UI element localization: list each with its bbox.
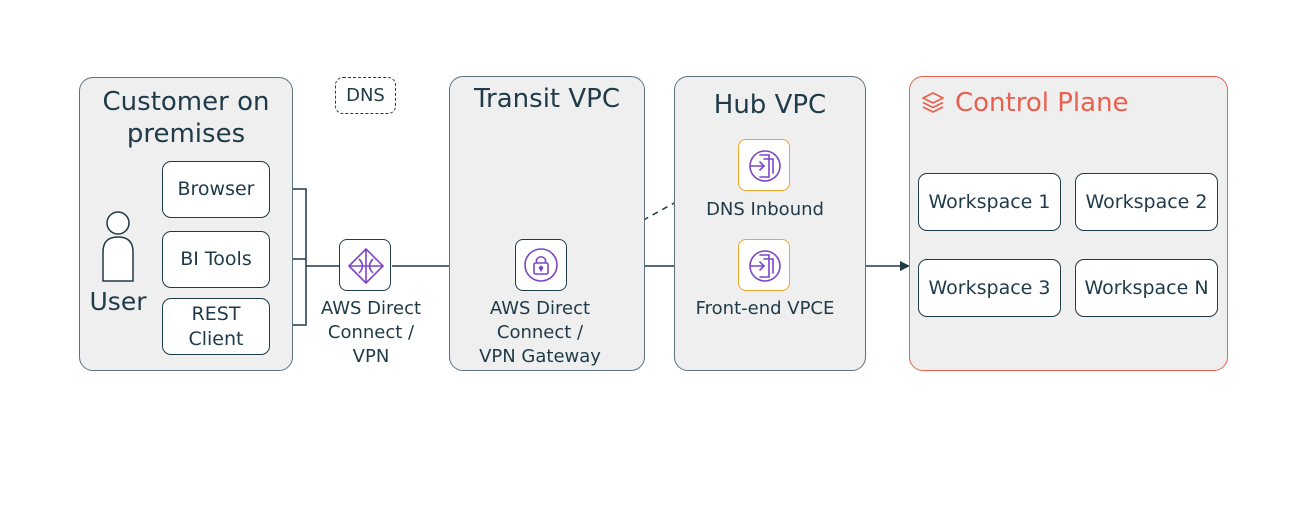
hub-vpc-title: Hub VPC: [713, 90, 827, 120]
workspace-3-box: Workspace 3: [918, 259, 1061, 317]
dns-inbound-endpoint-tile: [738, 139, 790, 191]
stack-layers-icon: [922, 92, 944, 113]
workspace-n-label: Workspace N: [1084, 276, 1209, 299]
workspace-1-box: Workspace 1: [918, 173, 1061, 231]
browser-client-box: Browser: [162, 161, 270, 218]
workspace-2-label: Workspace 2: [1085, 190, 1208, 213]
vpn-gateway-line1: AWS Direct: [489, 298, 591, 319]
hub-vpc-panel: Hub VPC: [674, 76, 866, 371]
dns-tag: DNS: [335, 77, 396, 114]
aws-direct-connect-line2: Connect /: [327, 322, 415, 343]
bi-tools-client-label: BI Tools: [180, 248, 252, 270]
rest-client-box: REST Client: [162, 298, 270, 355]
endpoint-icon: [749, 250, 781, 282]
dns-inbound-label: DNS Inbound: [706, 199, 824, 220]
vpn-gateway-line3: VPN Gateway: [479, 346, 601, 367]
user-icon: [102, 211, 134, 282]
bi-tools-client-box: BI Tools: [162, 231, 270, 288]
customer-title-line2: premises: [126, 119, 246, 149]
vpn-gateway-line2: Connect /: [496, 322, 584, 343]
aws-direct-connect-line1: AWS Direct: [320, 298, 422, 319]
user-label: User: [89, 287, 147, 316]
frontend-vpce-label: Front-end VPCE: [695, 298, 835, 319]
workspace-3-label: Workspace 3: [928, 276, 1051, 299]
control-plane-title: Control Plane: [955, 88, 1129, 118]
workspace-2-box: Workspace 2: [1075, 173, 1218, 231]
browser-client-label: Browser: [177, 178, 255, 200]
aws-direct-connect-tile: [339, 239, 391, 291]
endpoint-icon: [749, 150, 781, 182]
dns-tag-label: DNS: [346, 85, 385, 106]
workspace-1-label: Workspace 1: [928, 190, 1051, 213]
rest-client-label: REST Client: [188, 302, 244, 350]
direct-connect-icon: [348, 248, 384, 284]
transit-vpc-panel: Transit VPC: [449, 76, 645, 371]
workspace-n-box: Workspace N: [1075, 259, 1218, 317]
aws-direct-connect-line3: VPN: [352, 346, 390, 367]
customer-title-line1: Customer on: [102, 87, 270, 117]
frontend-vpce-tile: [738, 239, 790, 291]
lock-icon: [524, 248, 558, 282]
vpn-gateway-tile: [515, 239, 567, 291]
transit-vpc-title: Transit VPC: [473, 84, 620, 114]
